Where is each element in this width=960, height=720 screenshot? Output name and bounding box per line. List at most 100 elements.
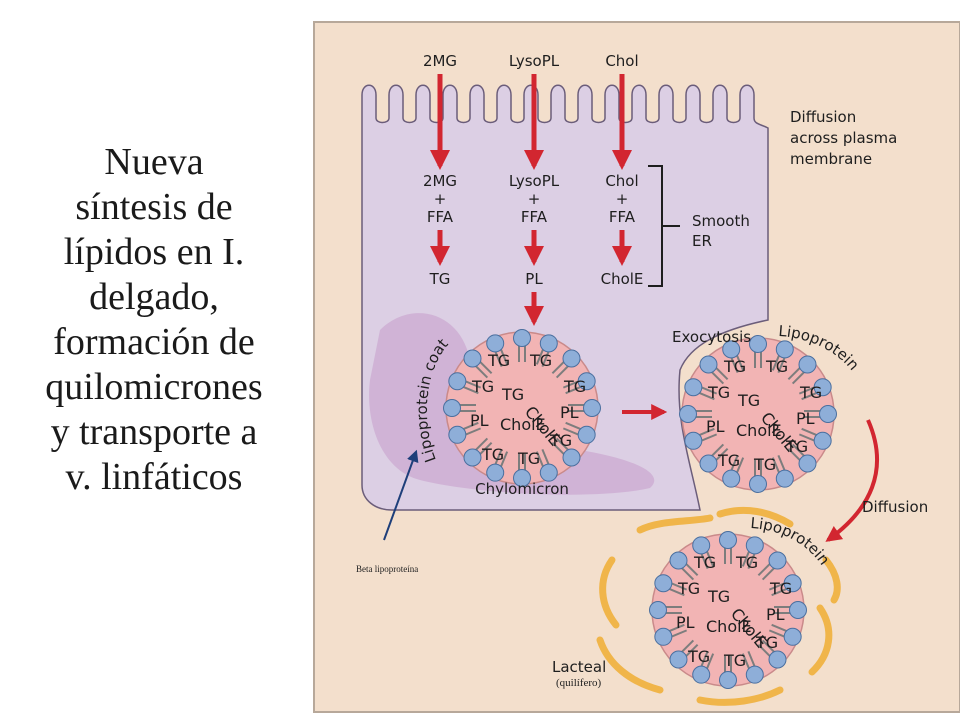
particle-molecule-label: TG bbox=[563, 377, 586, 396]
chylomicron-label: Chylomicron bbox=[475, 480, 569, 498]
smooth-er-label: Smooth bbox=[692, 212, 750, 230]
particle-molecule-label: TG bbox=[517, 449, 540, 468]
diffusion-note-line: Diffusion bbox=[790, 108, 856, 126]
particle-molecule-label: TG bbox=[707, 383, 730, 402]
phospholipid-head bbox=[768, 650, 787, 669]
particle-molecule-label: TG bbox=[785, 437, 808, 456]
quilifero-label: (quilífero) bbox=[556, 677, 602, 689]
phospholipid-head bbox=[789, 601, 807, 619]
particle-molecule-label: TG bbox=[487, 351, 510, 370]
particle-molecule-label: TG bbox=[707, 587, 730, 606]
particle-molecule-label: TG bbox=[481, 445, 504, 464]
phospholipid-head bbox=[719, 671, 737, 689]
particle-molecule-label: PL bbox=[766, 605, 785, 624]
phospholipid-head bbox=[775, 469, 794, 488]
phospholipid-head bbox=[749, 335, 767, 353]
particle-molecule-label: CholE bbox=[500, 415, 546, 434]
phospholipid-head bbox=[783, 627, 802, 646]
particle-molecule-label: TG bbox=[723, 651, 746, 670]
phospholipid-head bbox=[684, 378, 703, 397]
title-line: delgado, bbox=[89, 276, 219, 318]
particle-molecule-label: TG bbox=[753, 455, 776, 474]
phospholipid-head bbox=[692, 665, 711, 684]
col1-plus: + bbox=[434, 190, 447, 208]
phospholipid-head bbox=[649, 601, 667, 619]
particle-molecule-label: TG bbox=[529, 351, 552, 370]
lacteal-label: Lacteal bbox=[552, 658, 606, 676]
golgi-region bbox=[369, 313, 655, 495]
title-line: Nueva bbox=[104, 141, 204, 183]
diffusion-label: Diffusion bbox=[862, 498, 928, 516]
phospholipid-head bbox=[463, 349, 482, 368]
phospholipid-head bbox=[768, 551, 787, 570]
particle-molecule-label: TG bbox=[755, 633, 778, 652]
phospholipid-head bbox=[669, 650, 688, 669]
particle-molecule-label: TG bbox=[737, 391, 760, 410]
particle-molecule-label: PL bbox=[676, 613, 695, 632]
slide-title: Nueva síntesis de lípidos en I. delgado,… bbox=[18, 140, 290, 500]
particle-molecule-label: TG bbox=[549, 431, 572, 450]
input-label-chol: Chol bbox=[605, 52, 638, 70]
phospholipid-head bbox=[539, 334, 558, 353]
phospholipid-head bbox=[577, 425, 596, 444]
phospholipid-head bbox=[654, 574, 673, 593]
phospholipid-head bbox=[513, 469, 531, 487]
particle-molecule-label: TG bbox=[693, 553, 716, 572]
col3-ffa: FFA bbox=[609, 208, 636, 226]
particle-molecule-label: TG bbox=[677, 579, 700, 598]
phospholipid-head bbox=[745, 536, 764, 555]
phospholipid-head bbox=[813, 378, 832, 397]
particle-molecule-label: TG bbox=[471, 377, 494, 396]
title-line: v. linfáticos bbox=[65, 456, 243, 498]
particle-molecule-label: TG bbox=[687, 647, 710, 666]
title-line: síntesis de bbox=[75, 186, 233, 228]
particle-molecule-label: TG bbox=[765, 357, 788, 376]
particle-molecule-label: TG bbox=[717, 451, 740, 470]
particle-molecule-label: PL bbox=[796, 409, 815, 428]
phospholipid-head bbox=[539, 463, 558, 482]
phospholipid-head bbox=[722, 340, 741, 359]
phospholipid-head bbox=[562, 349, 581, 368]
phospholipid-head bbox=[699, 454, 718, 473]
particle-molecule-label: TG bbox=[799, 383, 822, 402]
phospholipid-head bbox=[577, 372, 596, 391]
phospholipid-head bbox=[722, 469, 741, 488]
particle-molecule-label: TG bbox=[501, 385, 524, 404]
phospholipid-head bbox=[486, 463, 505, 482]
beta-annotation-arrow bbox=[383, 449, 419, 541]
particle-molecule-label: PL bbox=[470, 411, 489, 430]
phospholipid-head bbox=[486, 334, 505, 353]
phospholipid-head bbox=[443, 399, 461, 417]
col1-tg: TG bbox=[429, 270, 451, 288]
phospholipid-head bbox=[684, 431, 703, 450]
col2-ffa: FFA bbox=[521, 208, 548, 226]
col3-chol: Chol bbox=[605, 172, 638, 190]
particle-molecule-label: TG bbox=[723, 357, 746, 376]
phospholipid-head bbox=[463, 448, 482, 467]
phospholipid-head bbox=[448, 425, 467, 444]
particle-molecule-label: TG bbox=[769, 579, 792, 598]
title-line: lípidos en I. bbox=[63, 231, 245, 273]
smooth-er-label: ER bbox=[692, 232, 712, 250]
col2-lysopl: LysoPL bbox=[509, 172, 560, 190]
col3-plus: + bbox=[616, 190, 629, 208]
title-line: y transporte a bbox=[50, 411, 258, 453]
phospholipid-head bbox=[513, 329, 531, 347]
diffusion-note-line: membrane bbox=[790, 150, 872, 168]
lacteal-walls bbox=[596, 506, 841, 706]
phospholipid-head bbox=[813, 431, 832, 450]
phospholipid-head bbox=[699, 355, 718, 374]
col1-ffa: FFA bbox=[427, 208, 454, 226]
particle-molecule-label: CholE bbox=[736, 421, 782, 440]
phospholipid-head bbox=[745, 665, 764, 684]
phospholipid-head bbox=[783, 574, 802, 593]
particle-molecule-label: PL bbox=[706, 417, 725, 436]
col3-chole: CholE bbox=[601, 270, 644, 288]
col1-2mg: 2MG bbox=[423, 172, 457, 190]
particle-molecule-label: CholE bbox=[706, 617, 752, 636]
particle-molecule-label: TG bbox=[735, 553, 758, 572]
phospholipid-head bbox=[819, 405, 837, 423]
